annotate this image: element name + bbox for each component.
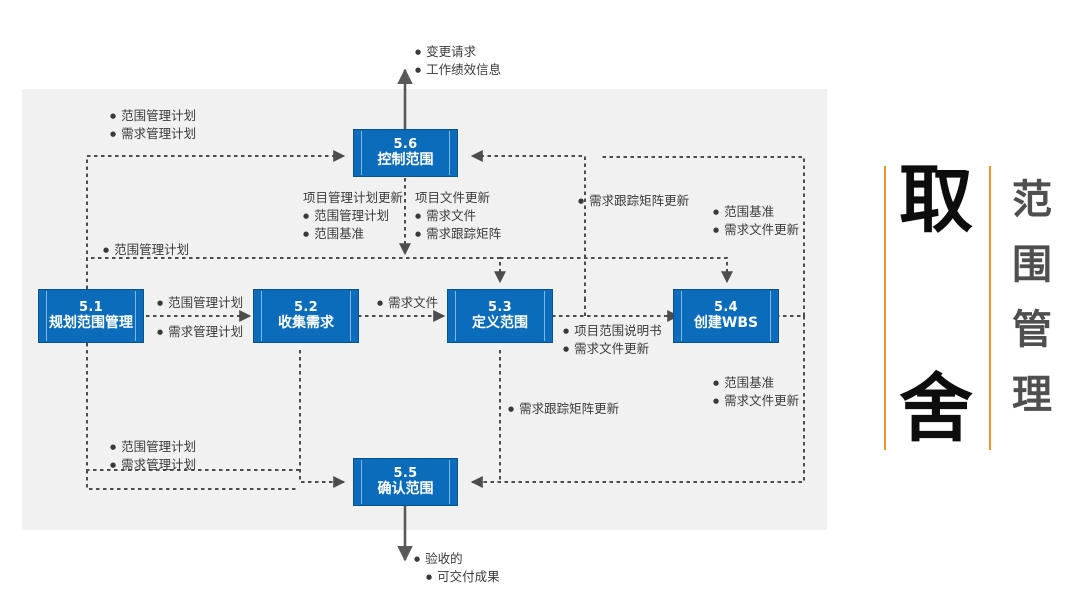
headline-char-1: 取	[899, 157, 973, 243]
accent-rule-left	[884, 166, 886, 450]
label-bottom-output: 验收的 可交付成果	[414, 550, 500, 586]
label-5-1-to-5-2-b: 需求管理计划	[157, 323, 243, 341]
process-number: 5.1	[79, 300, 103, 316]
process-name: 创建WBS	[693, 315, 759, 332]
process-name: 规划范围管理	[49, 315, 133, 332]
label-plans-to-5-5: 范围管理计划 需求管理计划	[110, 438, 196, 474]
process-number: 5.3	[488, 300, 512, 316]
label-5-3-to-5-4: 项目范围说明书 需求文件更新	[563, 322, 662, 358]
process-name: 定义范围	[472, 315, 528, 332]
process-box-5-3[interactable]: 5.3 定义范围	[447, 289, 553, 343]
subject-char-2: 围	[1012, 242, 1052, 288]
label-5-1-to-5-2-a: 范围管理计划	[157, 294, 243, 312]
process-box-5-6[interactable]: 5.6 控制范围	[353, 129, 458, 177]
label-header: 项目文件更新	[415, 190, 491, 205]
subject-char-3: 管	[1012, 307, 1052, 353]
label-5-2-to-5-3: 需求文件	[377, 294, 438, 312]
accent-rule-right	[989, 166, 991, 450]
process-number: 5.2	[294, 300, 318, 316]
process-number: 5.4	[714, 300, 738, 316]
process-number: 5.6	[393, 137, 418, 153]
process-number: 5.5	[393, 466, 418, 482]
subject-char-1: 范	[1012, 177, 1052, 223]
label-top-output: 变更请求 工作绩效信息	[415, 43, 501, 79]
headline-char-2: 舍	[899, 366, 973, 452]
label-pm-plan-update: 项目管理计划更新 范围管理计划 范围基准	[303, 189, 403, 243]
label-header: 项目管理计划更新	[303, 190, 404, 205]
label-plans-to-5-6: 范围管理计划 需求管理计划	[110, 107, 196, 143]
subject-char-4: 理	[1012, 372, 1052, 418]
label-rtm-update-bottom: 需求跟踪矩阵更新	[508, 400, 619, 418]
label-project-doc-update: 项目文件更新 需求文件 需求跟踪矩阵	[415, 189, 501, 243]
process-box-5-5[interactable]: 5.5 确认范围	[353, 458, 458, 506]
process-box-5-2[interactable]: 5.2 收集需求	[253, 289, 359, 343]
process-box-5-4[interactable]: 5.4 创建WBS	[673, 289, 779, 343]
dashed-connectors	[86, 150, 805, 490]
label-rtm-update-top: 需求跟踪矩阵更新	[578, 192, 689, 210]
process-box-5-1[interactable]: 5.1 规划范围管理	[38, 289, 144, 343]
label-scope-plan-mid: 范围管理计划	[103, 241, 189, 259]
label-baseline-docs-top: 范围基准 需求文件更新	[713, 203, 799, 239]
process-name: 控制范围	[377, 152, 434, 169]
label-baseline-docs-bottom: 范围基准 需求文件更新	[713, 374, 799, 410]
process-name: 确认范围	[377, 481, 434, 498]
process-name: 收集需求	[278, 315, 334, 332]
